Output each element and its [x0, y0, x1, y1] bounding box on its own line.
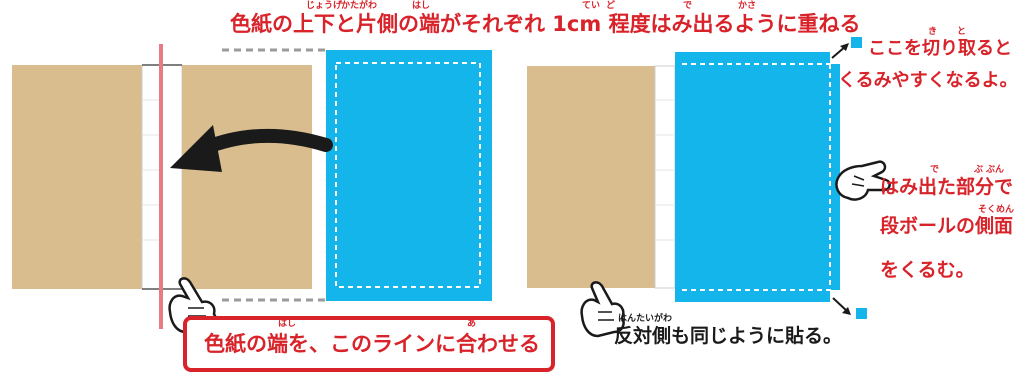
note-top-line1: ここを切り取ると [868, 38, 1012, 59]
title-furigana-4: てい [582, 1, 601, 11]
title-text: 色紙の上下と片側の端がそれぞれ 1cm 程度はみ出るように重ねる [230, 12, 861, 36]
note-top-furigana-1: き [928, 27, 938, 37]
note-right-furigana-1: で [930, 165, 940, 175]
note-right-furigana-4: そくめん [978, 205, 1015, 215]
title-furigana-5: ど [606, 1, 616, 11]
right-cardboard [527, 65, 676, 289]
right-blue-paper [675, 52, 840, 302]
alignment-guide-line [159, 44, 163, 329]
title-furigana-3: はし [412, 1, 431, 11]
left-blue-paper [326, 50, 492, 301]
cut-corner-marker-bottom [832, 297, 867, 319]
title-furigana-6: で [683, 1, 693, 11]
cut-corner-marker-top [831, 37, 862, 59]
callout-furigana-2: あ [467, 319, 477, 329]
note-right-line1: はみ出た部分で [880, 176, 1014, 198]
note-bottom-text: 反対側も同じように貼る。 [614, 325, 843, 347]
note-top-furigana-2: と [957, 27, 967, 37]
title-furigana-1: じょうげ [306, 1, 343, 11]
move-arrow-icon [170, 125, 333, 172]
title-furigana-2: かたがわ [341, 1, 378, 11]
note-right-line3: をくるむ。 [880, 259, 975, 281]
note-top-line2: くるみやすくなるよ。 [838, 70, 1018, 91]
callout-furigana-1: はし [278, 319, 297, 329]
callout-text: 色紙の端を、このラインに合わせる [204, 332, 540, 356]
cardboard-outline-dashed [222, 48, 326, 302]
note-right-line2: 段ボールの側面 [880, 215, 1014, 237]
title-furigana-7: かさ [738, 1, 757, 11]
pointing-hand-bottom-icon [580, 281, 625, 338]
note-right-furigana-3: ぶん [986, 165, 1005, 175]
note-right-furigana-2: ぶ [974, 165, 984, 175]
pointing-hand-right-icon [835, 160, 891, 201]
callout-box [183, 316, 555, 372]
left-cardboard [12, 64, 312, 290]
note-bottom-furigana: はんたいがわ [618, 314, 673, 324]
